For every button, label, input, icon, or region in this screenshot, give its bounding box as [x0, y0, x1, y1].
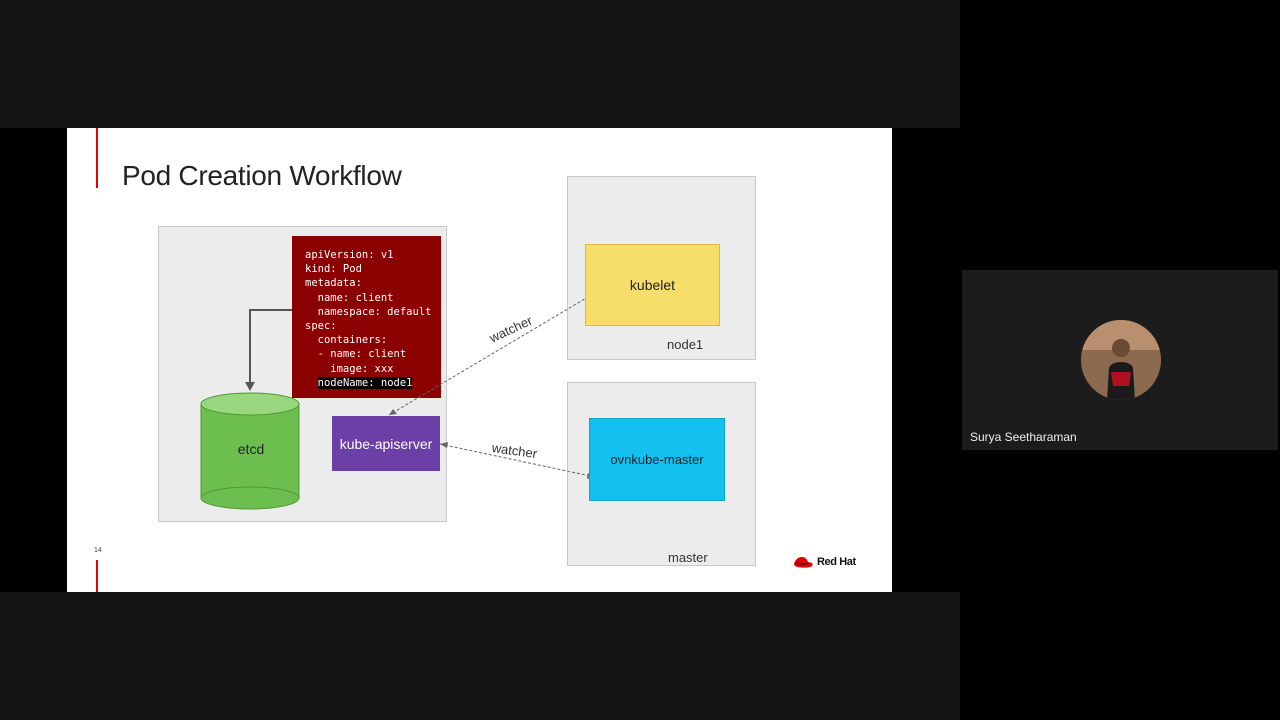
- yaml-line: spec:: [305, 320, 337, 333]
- node1-label: node1: [667, 337, 704, 352]
- participant-name: Surya Seetharaman: [970, 430, 1077, 444]
- yaml-line: apiVersion: v1: [305, 249, 394, 261]
- pod-yaml-block: apiVersion: v1 kind: Pod metadata: name:…: [292, 236, 441, 398]
- slide-title: Pod Creation Workflow: [122, 160, 402, 191]
- diagram-graphics: [200, 293, 596, 510]
- yaml-line: metadata:: [305, 277, 362, 290]
- redhat-logo: Red Hat: [792, 554, 856, 570]
- slide-accent-line-top: [96, 128, 98, 188]
- etcd-cylinder: [200, 392, 300, 510]
- master-label: master: [668, 550, 708, 565]
- yaml-line: image: xxx: [305, 362, 394, 375]
- yaml-nodename-highlight: nodeName: node1: [317, 376, 413, 389]
- yaml-to-etcd-arrow: [245, 309, 292, 391]
- yaml-line: name: client: [305, 291, 394, 304]
- kubelet-box: kubelet: [585, 244, 720, 326]
- participant-video-tile[interactable]: Surya Seetharaman: [962, 270, 1278, 450]
- yaml-line: - name: client: [305, 348, 407, 361]
- presentation-slide: Pod Creation Workflow 14 apiVersion: v1 …: [67, 128, 892, 592]
- video-top-bar: [0, 0, 960, 128]
- yaml-line: kind: Pod: [305, 263, 362, 276]
- participant-avatar: [1081, 320, 1161, 400]
- yaml-line: namespace: default: [305, 305, 432, 318]
- slide-accent-line-bottom: [96, 560, 98, 592]
- kube-apiserver-box: kube-apiserver: [332, 416, 440, 471]
- ovnkube-master-box: ovnkube-master: [589, 418, 725, 501]
- person-silhouette-icon: [1081, 320, 1161, 400]
- redhat-wordmark: Red Hat: [817, 556, 856, 568]
- etcd-label: etcd: [237, 441, 265, 457]
- video-bottom-bar: [0, 592, 960, 720]
- kubelet-watcher-line: [388, 293, 594, 416]
- yaml-line: containers:: [305, 334, 388, 347]
- redhat-hat-icon: [794, 557, 813, 568]
- slide-page-number: 14: [94, 547, 102, 554]
